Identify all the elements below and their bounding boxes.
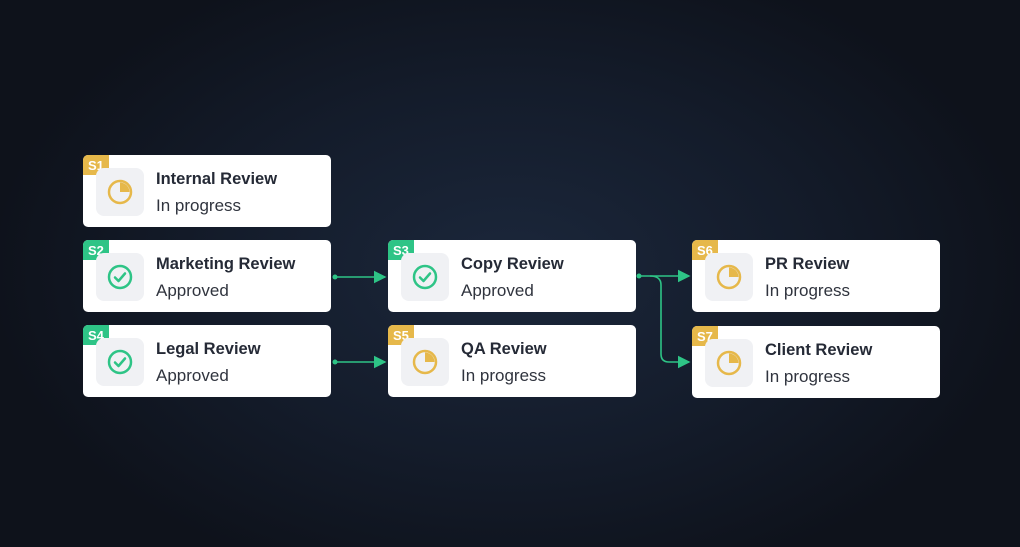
stage-status: In progress: [765, 367, 851, 386]
stage-status: In progress: [461, 366, 547, 385]
check-circle-icon: [96, 338, 144, 386]
stage-title: Client Review: [765, 341, 873, 359]
stage-status: Approved: [156, 366, 229, 385]
stage-status: Approved: [156, 281, 229, 300]
stage-title: Internal Review: [156, 170, 278, 188]
edge-s3-s7: [649, 275, 691, 369]
stage-status: In progress: [156, 196, 242, 215]
stage-status: Approved: [461, 281, 534, 300]
edge-s2-s3: [332, 270, 387, 284]
edge-s3-s6: [636, 269, 691, 283]
stage-title: Copy Review: [461, 255, 564, 273]
stage-status: In progress: [765, 281, 851, 300]
check-circle-icon: [96, 253, 144, 301]
check-circle-icon: [401, 253, 449, 301]
pie-progress-icon: [705, 339, 753, 387]
pie-progress-icon: [96, 168, 144, 216]
stage-title: Marketing Review: [156, 255, 296, 273]
stage-title: Legal Review: [156, 340, 261, 358]
pie-progress-icon: [705, 253, 753, 301]
edge-s4-s5: [332, 355, 387, 369]
pie-progress-icon: [401, 338, 449, 386]
stage-title: QA Review: [461, 340, 547, 358]
stage-title: PR Review: [765, 255, 850, 273]
